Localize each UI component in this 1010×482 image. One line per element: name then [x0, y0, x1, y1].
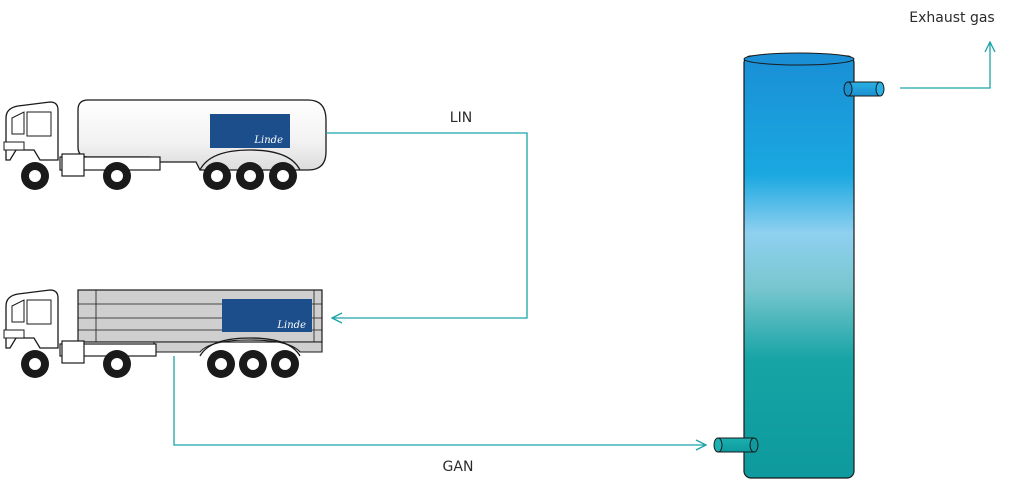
tanker-logo-text: Linde: [253, 135, 283, 146]
exhaust-nozzle: [843, 81, 885, 97]
trailer-logo-panel: [222, 299, 312, 332]
trailer-wheels: [21, 350, 299, 378]
trailer-logo-text: Linde: [276, 320, 306, 331]
trailer-truck: Linde: [3, 289, 323, 378]
column-body: [743, 55, 855, 479]
gan-label: GAN: [443, 459, 474, 475]
tanker-logo-panel: [210, 114, 290, 148]
exhaust-gas-label: Exhaust gas: [909, 10, 994, 26]
gan-inlet-nozzle: [713, 437, 759, 453]
lin-label: LIN: [450, 110, 472, 126]
process-column: [713, 52, 885, 479]
exhaust-flow-line: [900, 42, 990, 89]
gan-flow-line: [173, 356, 706, 445]
lin-flow-line: [326, 132, 528, 318]
tanker-truck: Linde: [3, 99, 327, 190]
tanker-wheels: [21, 162, 297, 190]
